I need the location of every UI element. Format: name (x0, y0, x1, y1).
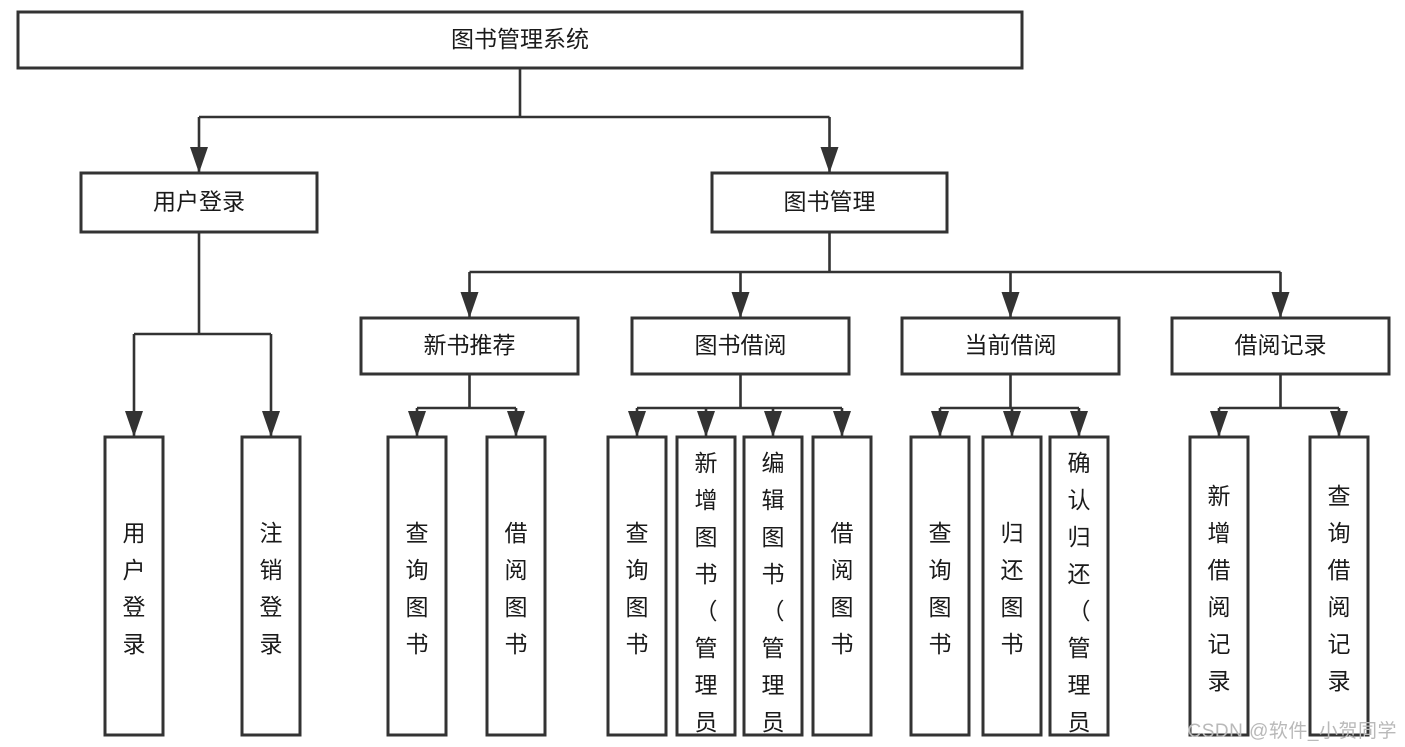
node-leaf-confirm-return-label: 确认归还（管理员） (1068, 450, 1091, 747)
node-leaf-add-record-box[interactable] (1188, 435, 1250, 737)
node-leaf-confirm-return[interactable]: 确认归还（管理员） (1048, 435, 1110, 747)
arrow-head-icon (190, 147, 208, 173)
node-leaf-borrow-book-rec-label: 借阅图书 (505, 520, 528, 657)
node-leaf-return-book[interactable]: 归还图书 (981, 435, 1043, 737)
node-leaf-borrow-book-rec[interactable]: 借阅图书 (485, 435, 547, 737)
node-leaf-query-book-rec[interactable]: 查询图书 (386, 435, 448, 737)
node-leaf-confirm-return-box[interactable] (1048, 435, 1110, 737)
node-leaf-return-book-label: 归还图书 (1001, 520, 1024, 657)
arrow-head-icon (262, 411, 280, 437)
node-leaf-borrow-book-brw[interactable]: 借阅图书 (811, 435, 873, 737)
node-leaf-borrow-book-brw-box[interactable] (811, 435, 873, 737)
arrow-head-icon (1330, 411, 1348, 437)
node-leaf-edit-book[interactable]: 编辑图书（管理员） (742, 435, 804, 747)
arrow-head-icon (820, 147, 839, 173)
node-root-system[interactable]: 图书管理系统 (16, 10, 1024, 70)
node-leaf-query-record-box[interactable] (1308, 435, 1370, 737)
node-book-manage[interactable]: 图书管理 (710, 171, 949, 234)
node-leaf-query-book-brw-label: 查询图书 (626, 520, 649, 657)
node-new-book-recommend[interactable]: 新书推荐 (359, 316, 580, 376)
arrow-head-icon (731, 292, 750, 318)
node-leaf-logout-login-label: 注销登录 (260, 520, 283, 657)
node-leaf-add-book-label: 新增图书（管理员） (695, 450, 718, 747)
node-current-borrow[interactable]: 当前借阅 (900, 316, 1121, 376)
node-current-borrow-label: 当前借阅 (965, 332, 1057, 358)
node-borrow-record-box[interactable] (1170, 316, 1391, 376)
arrow-head-icon (1001, 292, 1020, 318)
node-book-borrow[interactable]: 图书借阅 (630, 316, 851, 376)
node-new-book-recommend-box[interactable] (359, 316, 580, 376)
node-leaf-logout-login[interactable]: 注销登录 (240, 435, 302, 737)
node-leaf-query-book-rec-box[interactable] (386, 435, 448, 737)
arrow-head-icon (1070, 411, 1088, 437)
node-leaf-borrow-book-rec-box[interactable] (485, 435, 547, 737)
node-borrow-record[interactable]: 借阅记录 (1170, 316, 1391, 376)
arrow-head-icon (764, 411, 782, 437)
node-leaf-edit-book-box[interactable] (742, 435, 804, 737)
node-leaf-add-book-box[interactable] (675, 435, 737, 737)
arrow-head-icon (460, 292, 479, 318)
connector-layer (125, 68, 1348, 437)
node-leaf-return-book-box[interactable] (981, 435, 1043, 737)
node-book-manage-label: 图书管理 (784, 189, 876, 215)
node-leaf-query-record-label: 查询借阅记录 (1328, 483, 1351, 694)
arrow-head-icon (628, 411, 646, 437)
arrow-head-icon (697, 411, 715, 437)
node-leaf-add-book[interactable]: 新增图书（管理员） (675, 435, 737, 747)
arrow-head-icon (1003, 411, 1021, 437)
node-book-borrow-box[interactable] (630, 316, 851, 376)
arrow-head-icon (507, 411, 525, 437)
arrow-head-icon (1271, 292, 1290, 318)
node-leaf-query-book-cur[interactable]: 查询图书 (909, 435, 971, 737)
node-borrow-record-label: 借阅记录 (1235, 332, 1327, 358)
arrow-head-icon (1210, 411, 1228, 437)
node-leaf-add-record-label: 新增借阅记录 (1208, 483, 1231, 694)
node-user-login[interactable]: 用户登录 (79, 171, 319, 234)
node-leaf-query-book-brw[interactable]: 查询图书 (606, 435, 668, 737)
node-leaf-logout-login-box[interactable] (240, 435, 302, 737)
node-leaf-user-login-box[interactable] (103, 435, 165, 737)
node-leaf-query-record[interactable]: 查询借阅记录 (1308, 435, 1370, 737)
node-leaf-user-login-label: 用户登录 (123, 520, 146, 657)
node-layer: 图书管理系统用户登录图书管理新书推荐图书借阅当前借阅借阅记录用户登录注销登录查询… (16, 10, 1391, 747)
node-book-manage-box[interactable] (710, 171, 949, 234)
node-root-system-label: 图书管理系统 (451, 26, 589, 52)
node-leaf-add-record[interactable]: 新增借阅记录 (1188, 435, 1250, 737)
node-user-login-label: 用户登录 (153, 189, 245, 215)
arrow-head-icon (125, 411, 143, 437)
arrow-head-icon (833, 411, 851, 437)
node-user-login-box[interactable] (79, 171, 319, 234)
arrow-head-icon (931, 411, 949, 437)
node-leaf-query-book-cur-box[interactable] (909, 435, 971, 737)
node-leaf-query-book-cur-label: 查询图书 (929, 520, 952, 657)
node-leaf-query-book-brw-box[interactable] (606, 435, 668, 737)
node-current-borrow-box[interactable] (900, 316, 1121, 376)
node-leaf-borrow-book-brw-label: 借阅图书 (831, 520, 854, 657)
arrow-head-icon (408, 411, 426, 437)
node-new-book-recommend-label: 新书推荐 (424, 332, 516, 358)
node-leaf-query-book-rec-label: 查询图书 (406, 520, 429, 657)
node-leaf-user-login[interactable]: 用户登录 (103, 435, 165, 737)
node-root-system-box[interactable] (16, 10, 1024, 70)
node-book-borrow-label: 图书借阅 (695, 332, 787, 358)
